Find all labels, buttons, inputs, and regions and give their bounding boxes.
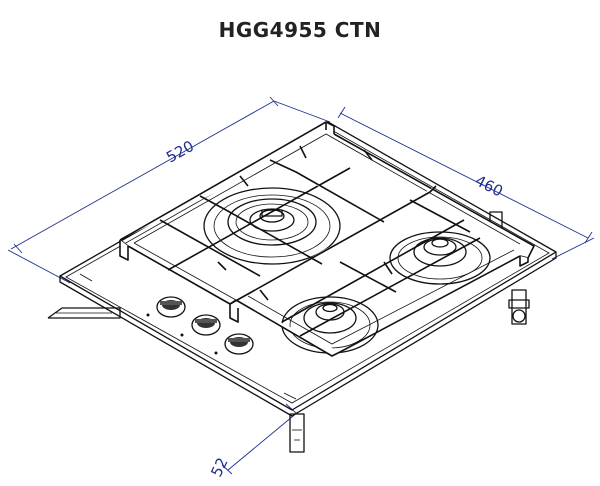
control-knob-icon[interactable] xyxy=(156,296,186,318)
model-title: HGG4955 CTN xyxy=(218,18,382,42)
pan-support-grate xyxy=(119,121,535,357)
dimension-depth-label: 460 xyxy=(472,172,506,201)
dimension-width-label: 520 xyxy=(163,137,197,167)
control-knob-icon[interactable] xyxy=(224,333,254,355)
hob-body xyxy=(59,121,557,417)
burner-medium-icon xyxy=(389,231,491,285)
dimension-height-group: 52 xyxy=(207,403,299,480)
front-support-leg xyxy=(289,413,305,453)
burner-large-icon xyxy=(203,187,341,265)
dimension-width-group: 520 xyxy=(7,96,331,284)
control-knob-icon[interactable] xyxy=(191,314,221,336)
control-knobs xyxy=(146,296,254,355)
burner-small-icon xyxy=(281,296,379,354)
mounting-bracket-left xyxy=(47,307,121,319)
dimension-height-label: 52 xyxy=(207,455,231,480)
